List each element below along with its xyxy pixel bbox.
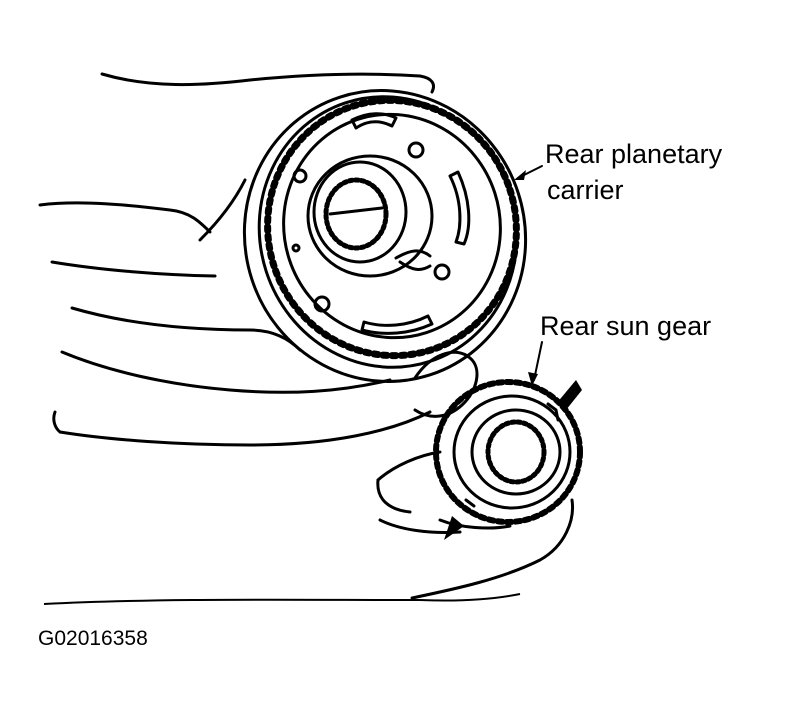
left-hand: [38, 72, 479, 447]
right-hand: [376, 450, 575, 600]
sun-gear-pointer-arrow: [528, 372, 538, 386]
label-rear-planetary-carrier-line2: carrier: [547, 175, 624, 205]
lower-indicator-arrow: [444, 516, 464, 540]
carrier-pointer-arrow: [514, 170, 526, 180]
label-rear-sun-gear: Rear sun gear: [540, 311, 712, 341]
rear-sun-gear-drawing: [433, 379, 583, 525]
rear-planetary-carrier-drawing: [242, 89, 528, 383]
upper-indicator-arrow: [556, 380, 582, 410]
label-rear-planetary-carrier-line1: Rear planetary: [545, 139, 723, 169]
base-lines: [43, 593, 521, 605]
figure-id: G02016358: [38, 627, 148, 650]
